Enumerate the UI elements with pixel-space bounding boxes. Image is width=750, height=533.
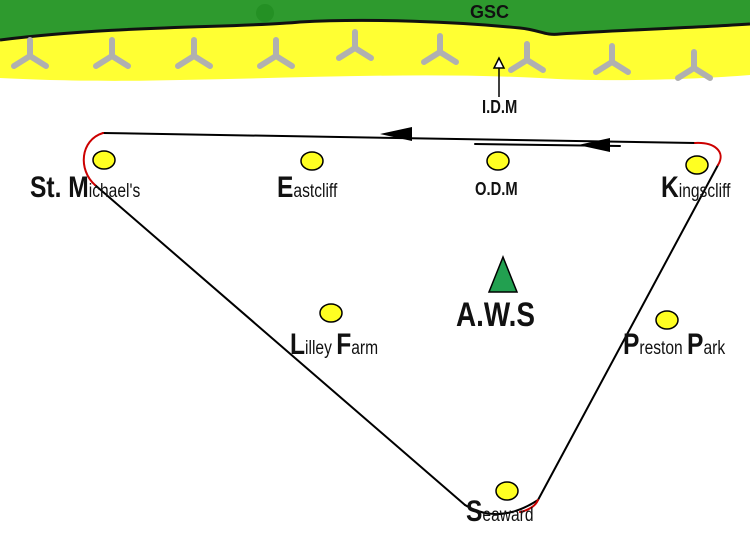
arrow-left-icon <box>380 127 412 141</box>
groynes <box>11 29 713 81</box>
route-leg-right <box>537 164 719 501</box>
route-leg-bottom <box>464 499 539 516</box>
site-markers <box>92 150 709 501</box>
groyne-icon <box>93 37 131 69</box>
park-rest: ark <box>703 338 726 359</box>
site-marker-icon <box>685 155 709 175</box>
site-label-kingscliff: Kingscliff <box>661 173 730 203</box>
site-label-preston-park: Preston Park <box>623 330 725 360</box>
groyne-icon <box>336 29 374 61</box>
site-marker-icon <box>495 481 519 501</box>
preston-rest: reston <box>639 338 688 359</box>
site-label-st-michaels: St. Michael's <box>30 173 140 203</box>
grass-dot <box>256 4 274 22</box>
groyne-icon <box>421 33 459 65</box>
site-marker-icon <box>300 151 324 171</box>
seaward-rest: eaward <box>482 505 534 526</box>
route-turn-kingscliff <box>694 141 722 166</box>
groyne-icon <box>175 37 213 69</box>
triangle-icon <box>487 254 519 293</box>
lilley-initial: L <box>290 328 306 361</box>
odm-label: O.D.M <box>475 180 518 199</box>
groyne-icon <box>593 43 631 75</box>
sand-band <box>0 20 750 81</box>
park-initial: P <box>687 328 704 361</box>
eastcliff-initial: E <box>277 171 294 204</box>
idm-text: I.D.M <box>482 97 518 117</box>
site-label-eastcliff: Eastcliff <box>277 173 337 203</box>
site-marker-icon <box>655 310 679 330</box>
groyne-icon <box>508 41 546 73</box>
site-marker-icon <box>92 150 116 170</box>
route-turn-stmichaels <box>82 132 104 186</box>
site-marker-icon <box>486 151 510 171</box>
arrow-left-icon <box>578 138 610 152</box>
idm-label: I.D.M <box>482 98 517 117</box>
seaward-initial: S <box>466 495 483 528</box>
race-route <box>82 132 722 516</box>
lilley-rest: illey <box>305 338 337 359</box>
preston-initial: P <box>623 328 640 361</box>
route-turn-seaward <box>519 499 539 513</box>
arrow-up-icon <box>492 56 506 69</box>
site-label-lilley-farm: Lilley Farm <box>290 330 378 360</box>
odm-text: O.D.M <box>475 179 518 199</box>
kingscliff-rest: ingscliff <box>678 181 731 202</box>
groyne-icon <box>675 49 713 81</box>
route-leg-left <box>94 184 466 506</box>
st-michaels-rest: ichael's <box>88 181 141 202</box>
groyne-icon <box>11 37 49 69</box>
gsc-label: GSC <box>470 2 510 22</box>
farm-initial: F <box>336 328 352 361</box>
site-marker-icon <box>319 303 343 323</box>
aws-text: A.W.S <box>456 296 536 334</box>
eastcliff-rest: astcliff <box>293 181 338 202</box>
kingscliff-initial: K <box>661 171 679 204</box>
farm-rest: arm <box>351 338 379 359</box>
groyne-icon <box>257 37 295 69</box>
aws-label: A.W.S <box>456 298 535 332</box>
st-michaels-initial: St. M <box>30 171 89 204</box>
site-label-seaward: Seaward <box>466 497 534 527</box>
coastline <box>0 18 750 42</box>
